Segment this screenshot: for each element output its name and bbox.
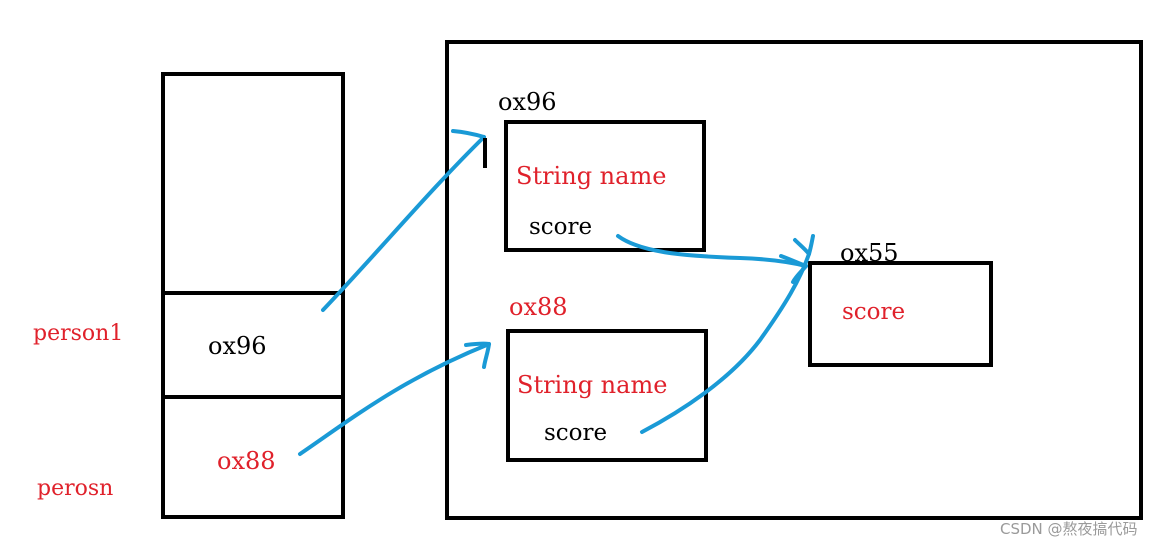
stack-slot2-value: ox88: [217, 447, 276, 475]
arrow-object1-score-to-object3: [616, 234, 808, 268]
arrow-object2-score-to-object3: [640, 252, 811, 434]
heap-frame: [445, 40, 1143, 520]
arrow-head-object1: [451, 129, 486, 139]
object1-address: ox96: [498, 88, 557, 116]
arrow-head-object2: [464, 341, 491, 369]
stack-divider-top: [161, 291, 345, 295]
watermark: CSDN @熬夜搞代码: [1000, 520, 1138, 538]
stack-divider-bottom: [161, 395, 345, 399]
object1-field-name: String name: [516, 162, 667, 190]
stack-slot1-value: ox96: [208, 332, 267, 360]
object3-field-score: score: [842, 299, 906, 325]
object3-box: [808, 261, 993, 367]
object1-box: [504, 120, 706, 252]
arrow-stack1-to-object1: [321, 135, 486, 312]
stack-frame: [161, 72, 345, 519]
object1-field-score: score: [529, 214, 593, 240]
object2-box: [506, 329, 708, 462]
variable-label-perosn: perosn: [37, 476, 114, 501]
arrow-head-object3-b: [793, 234, 815, 256]
object2-field-score: score: [544, 420, 608, 446]
object2-address: ox88: [509, 293, 568, 321]
variable-label-person1: person1: [33, 321, 124, 346]
object2-field-name: String name: [517, 371, 668, 399]
arrow-stack2-to-object2: [298, 342, 491, 456]
